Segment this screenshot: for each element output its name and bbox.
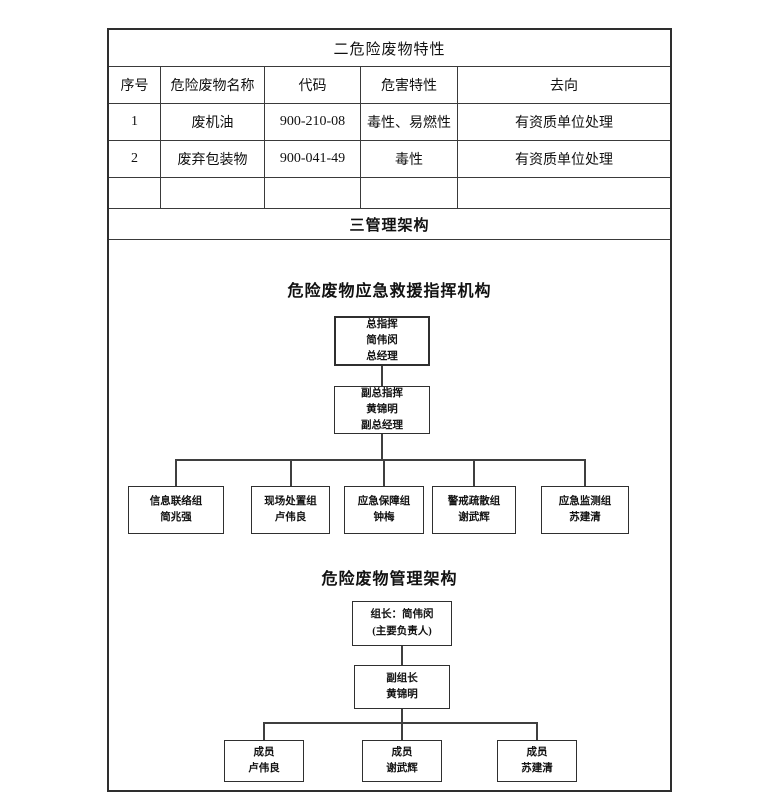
org-box-line: 总经理 xyxy=(366,351,398,363)
org-charts-cell: 危险废物应急救援指挥机构 总指挥 简伟闵 总经理 副总指挥 黄锦明 副总经理 信… xyxy=(109,240,670,790)
table-cell: 毒性、易燃性 xyxy=(361,104,458,141)
column-header-destination: 去向 xyxy=(458,67,670,104)
org-box-warning-evacuation-group: 警戒疏散组 谢武辉 xyxy=(432,486,516,534)
org-box-line: 成员 xyxy=(253,746,275,758)
column-header-hazard: 危害特性 xyxy=(361,67,458,104)
org-box-line: 警戒疏散组 xyxy=(447,495,501,507)
connector-line xyxy=(381,366,383,386)
table-cell: 900-210-08 xyxy=(265,104,361,141)
connector-line xyxy=(290,459,292,486)
column-header-code: 代码 xyxy=(265,67,361,104)
connector-line xyxy=(473,459,475,486)
org-box-line: 现场处置组 xyxy=(264,495,317,507)
org-box-line: 黄锦明 xyxy=(366,403,398,415)
section-title: 三管理架构 xyxy=(349,217,430,234)
org-box-commander: 总指挥 简伟闵 总经理 xyxy=(334,316,430,366)
connector-line xyxy=(401,646,403,665)
management-chart-title: 危险废物管理架构 xyxy=(321,571,458,588)
org-box-line: 钟梅 xyxy=(373,512,395,523)
column-header-seq: 序号 xyxy=(109,67,161,104)
connector-line xyxy=(584,459,586,486)
org-box-line: 组长：简伟闵 xyxy=(370,609,434,621)
org-box-emergency-monitoring-group: 应急监测组 苏建清 xyxy=(541,486,629,534)
org-box-info-liaison-group: 信息联络组 简兆强 xyxy=(128,486,224,534)
table-cell: 废机油 xyxy=(161,104,265,141)
connector-line xyxy=(263,722,265,740)
org-box-member-1: 成员 卢伟良 xyxy=(224,740,304,782)
connector-line xyxy=(175,459,177,486)
org-box-line: 总指挥 xyxy=(366,318,398,330)
table-cell: 有资质单位处理 xyxy=(458,141,670,178)
table-cell-empty xyxy=(265,178,361,209)
table-title: 二危险废物特性 xyxy=(333,41,446,58)
table-cell-empty xyxy=(109,178,161,209)
org-box-deputy-leader: 副组长 黄锦明 xyxy=(354,665,450,709)
org-box-line: 副总指挥 xyxy=(361,387,403,399)
section-title-row: 三管理架构 xyxy=(109,209,670,240)
org-box-deputy-commander: 副总指挥 黄锦明 副总经理 xyxy=(334,386,430,434)
table-cell-empty xyxy=(361,178,458,209)
org-box-line: 成员 xyxy=(526,746,548,758)
org-box-line: 卢伟良 xyxy=(248,763,280,774)
column-header-name: 危险废物名称 xyxy=(161,67,265,104)
emergency-chart-title: 危险废物应急救援指挥机构 xyxy=(287,283,492,300)
org-box-line: 谢武辉 xyxy=(458,512,490,523)
table-grid: 序号 危险废物名称 代码 危害特性 去向 1 废机油 900-210-08 毒性… xyxy=(109,67,670,209)
table-cell-empty xyxy=(161,178,265,209)
table-cell-empty xyxy=(458,178,670,209)
org-box-line: 苏建清 xyxy=(521,763,553,774)
table-cell: 废弃包装物 xyxy=(161,141,265,178)
org-box-emergency-support-group: 应急保障组 钟梅 xyxy=(344,486,424,534)
org-box-line: 信息联络组 xyxy=(149,495,203,507)
org-box-line: (主要负责人) xyxy=(372,625,432,637)
org-box-line: 副总经理 xyxy=(361,420,403,432)
org-box-line: 苏建清 xyxy=(569,512,601,523)
connector-line xyxy=(381,434,383,459)
org-box-line: 卢伟良 xyxy=(274,512,307,523)
org-box-line: 副组长 xyxy=(386,672,418,684)
org-box-member-3: 成员 苏建清 xyxy=(497,740,577,782)
table-cell: 1 xyxy=(109,104,161,141)
table-cell: 2 xyxy=(109,141,161,178)
org-box-line: 成员 xyxy=(391,746,413,758)
org-box-line: 谢武辉 xyxy=(386,763,418,774)
org-box-line: 应急保障组 xyxy=(357,495,411,507)
org-box-line: 简伟闵 xyxy=(366,334,398,346)
org-box-line: 简兆强 xyxy=(160,512,192,523)
connector-line xyxy=(176,459,586,461)
org-box-member-2: 成员 谢武辉 xyxy=(362,740,442,782)
org-box-line: 黄锦明 xyxy=(386,689,418,700)
table-cell: 有资质单位处理 xyxy=(458,104,670,141)
org-box-onsite-disposal-group: 现场处置组 卢伟良 xyxy=(251,486,330,534)
connector-line xyxy=(401,709,403,722)
table-title-row: 二危险废物特性 xyxy=(109,30,670,67)
connector-line xyxy=(383,459,385,486)
table-cell: 毒性 xyxy=(361,141,458,178)
org-box-line: 应急监测组 xyxy=(558,495,612,507)
table-cell: 900-041-49 xyxy=(265,141,361,178)
document-table: 二危险废物特性 序号 危险废物名称 代码 危害特性 去向 1 废机油 900-2… xyxy=(107,28,672,792)
connector-line xyxy=(401,722,403,740)
org-box-leader: 组长：简伟闵 (主要负责人) xyxy=(352,601,452,646)
connector-line xyxy=(536,722,538,740)
